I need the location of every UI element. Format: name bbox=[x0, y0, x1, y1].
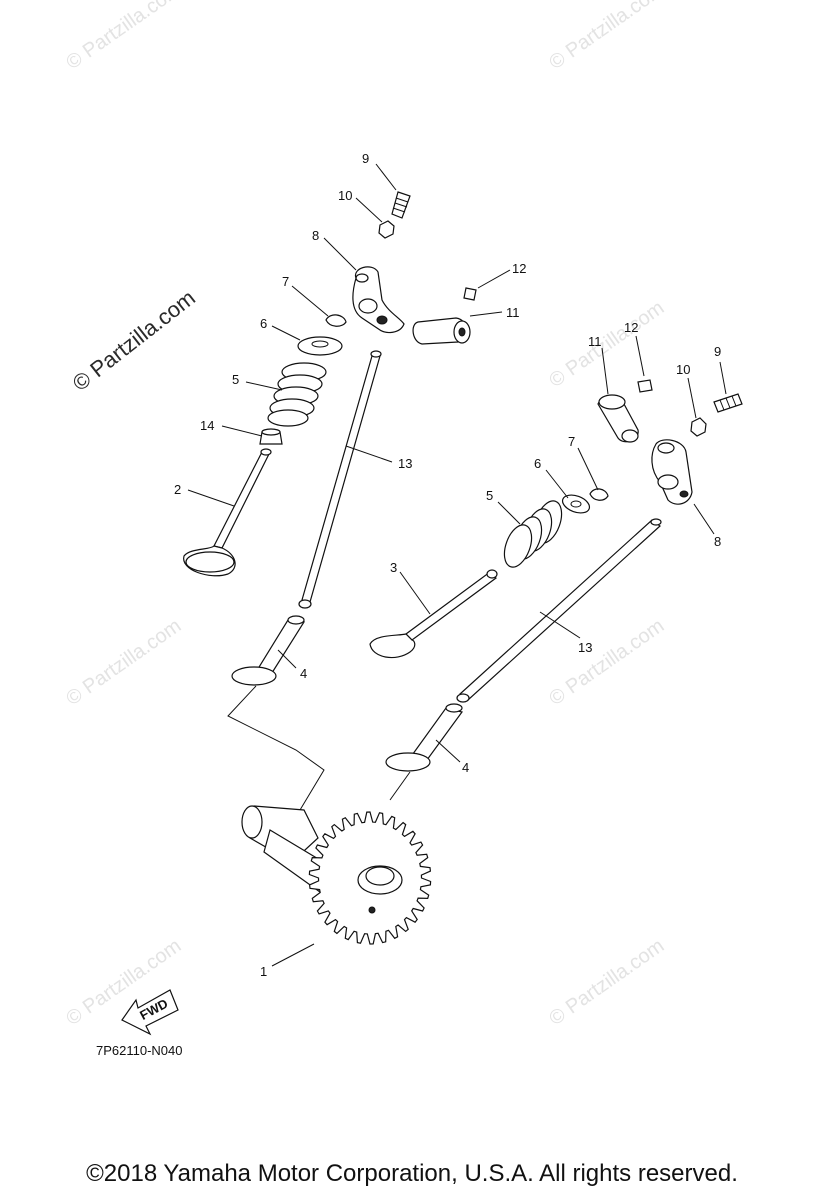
part-13-push-rod-right bbox=[456, 518, 662, 703]
callout-14: 14 bbox=[200, 418, 214, 433]
part-9-adjusting-screw-left bbox=[391, 191, 411, 219]
part-4-valve-lifter-right bbox=[385, 703, 464, 772]
forward-arrow: FWD bbox=[121, 989, 179, 1036]
callout-4-right: 4 bbox=[462, 760, 469, 775]
callout-13-left: 13 bbox=[398, 456, 412, 471]
part-10-locknut-right bbox=[690, 417, 707, 437]
callout-6-right: 6 bbox=[534, 456, 541, 471]
callouts: 9 10 8 7 6 5 14 2 13 12 11 4 12 11 9 10 bbox=[174, 151, 727, 979]
watermark-mid-right: © Partzilla.com bbox=[545, 297, 668, 392]
part-4-valve-lifter-left bbox=[231, 615, 306, 686]
callout-1: 1 bbox=[260, 964, 267, 979]
callout-10-left: 10 bbox=[338, 188, 352, 203]
callout-9-left: 9 bbox=[362, 151, 369, 166]
watermark-center-left: © Partzilla.com bbox=[62, 615, 185, 710]
callout-7-left: 7 bbox=[282, 274, 289, 289]
callout-11-left: 11 bbox=[506, 305, 520, 320]
callout-12-left: 12 bbox=[512, 261, 526, 276]
callout-2: 2 bbox=[174, 482, 181, 497]
part-5-valve-spring-left bbox=[267, 362, 327, 427]
part-7-valve-cotter-left bbox=[325, 314, 347, 327]
right-valve-assembly bbox=[369, 379, 743, 772]
cam-connection-lines bbox=[227, 685, 411, 811]
callout-3: 3 bbox=[390, 560, 397, 575]
callout-11-right: 11 bbox=[588, 334, 602, 349]
part-9-adjusting-screw-right bbox=[713, 393, 743, 413]
diagram-code: 7P62110-N040 bbox=[96, 1043, 183, 1058]
callout-4-left: 4 bbox=[300, 666, 307, 681]
part-8-rocker-arm-right bbox=[651, 439, 693, 505]
callout-9-right: 9 bbox=[714, 344, 721, 359]
callout-6-left: 6 bbox=[260, 316, 267, 331]
watermark-brand-dark: © Partzilla.com bbox=[68, 285, 200, 396]
callout-13-right: 13 bbox=[578, 640, 592, 655]
callout-7-right: 7 bbox=[568, 434, 575, 449]
watermark-top-right: © Partzilla.com bbox=[545, 0, 668, 74]
callout-10-right: 10 bbox=[676, 362, 690, 377]
callout-8-left: 8 bbox=[312, 228, 319, 243]
part-11-rocker-shaft-right bbox=[597, 394, 639, 443]
part-2-intake-valve bbox=[183, 448, 272, 577]
part-11-rocker-shaft-left bbox=[412, 317, 471, 345]
copyright-notice: ©2018 Yamaha Motor Corporation, U.S.A. A… bbox=[86, 1160, 738, 1187]
watermark-top-left: © Partzilla.com bbox=[62, 0, 185, 74]
part-12-screw-left bbox=[463, 287, 477, 301]
callout-5-left: 5 bbox=[232, 372, 239, 387]
part-14-stem-seal-left bbox=[259, 428, 283, 445]
watermark-center-right: © Partzilla.com bbox=[545, 615, 668, 710]
callout-12-right: 12 bbox=[624, 320, 638, 335]
left-valve-assembly bbox=[183, 191, 477, 686]
part-1-camshaft-gear bbox=[241, 805, 432, 945]
part-7-valve-cotter-right bbox=[589, 488, 609, 501]
callout-5-right: 5 bbox=[486, 488, 493, 503]
callout-8-right: 8 bbox=[714, 534, 721, 549]
part-13-push-rod-left bbox=[298, 350, 382, 609]
part-6-spring-retainer-left bbox=[297, 336, 343, 356]
part-10-locknut-left bbox=[378, 220, 395, 239]
part-5-valve-spring-right bbox=[503, 500, 563, 568]
part-8-rocker-arm-left bbox=[352, 266, 405, 334]
part-12-screw-right bbox=[637, 379, 653, 393]
part-3-exhaust-valve bbox=[369, 569, 498, 659]
watermark-bottom-right: © Partzilla.com bbox=[545, 935, 668, 1030]
part-6-spring-retainer-right bbox=[561, 494, 591, 514]
